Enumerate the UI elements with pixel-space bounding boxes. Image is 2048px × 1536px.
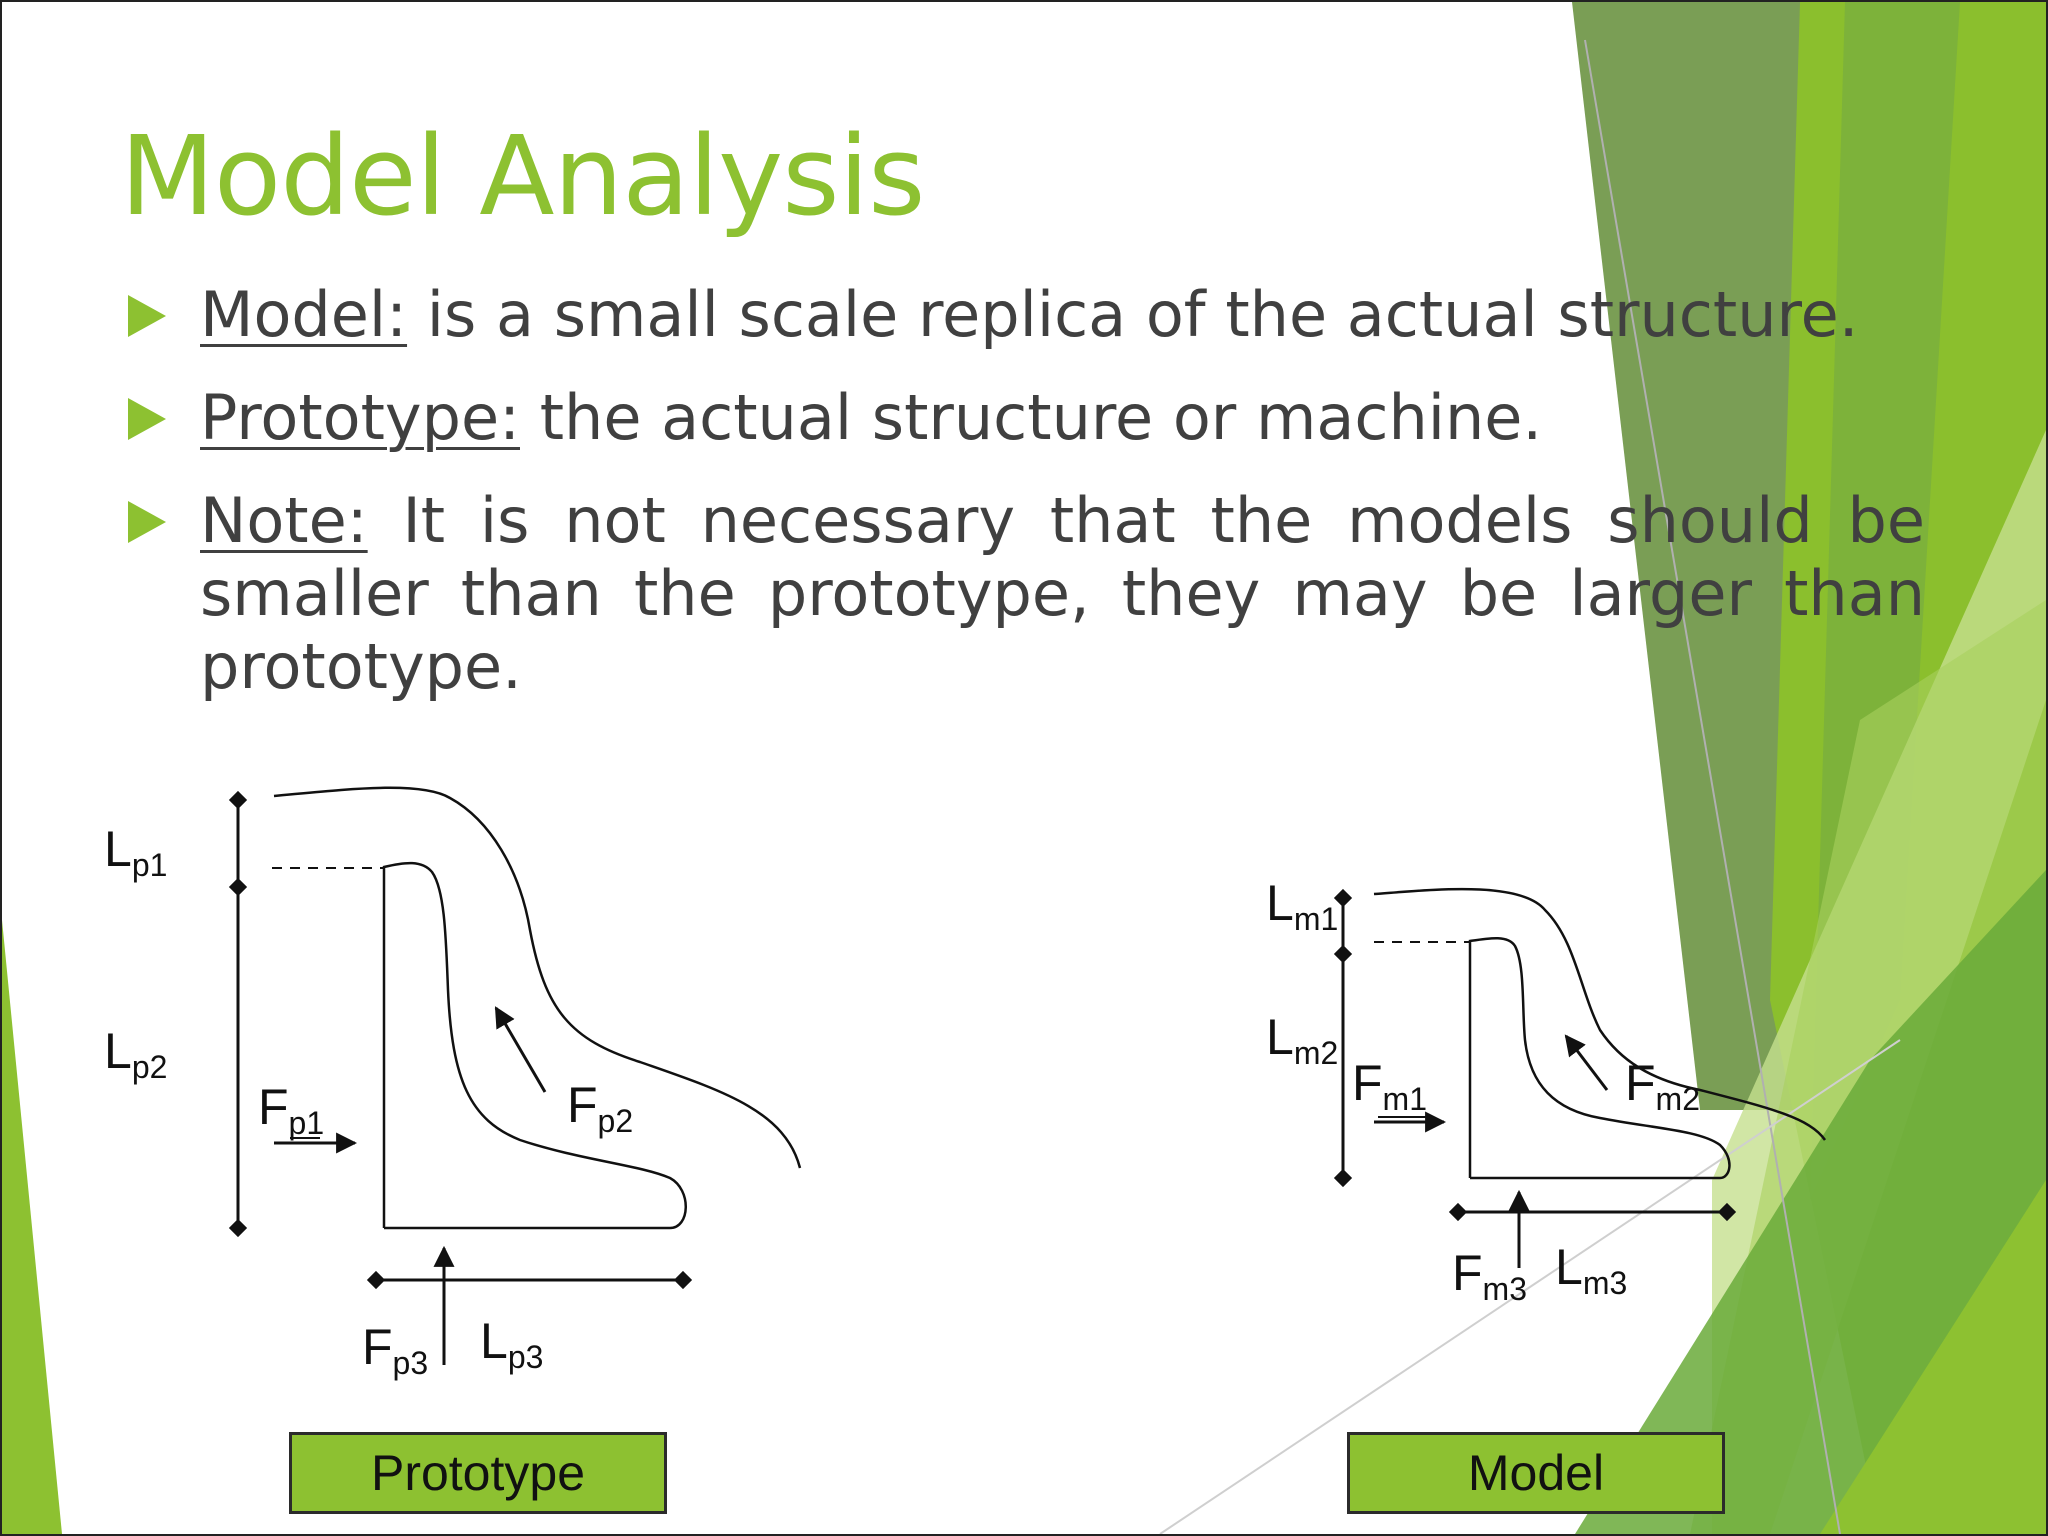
prototype-caption-box: Prototype bbox=[289, 1432, 667, 1514]
prototype-dam-outline bbox=[382, 861, 687, 1230]
model-base-tick-left bbox=[1448, 1202, 1468, 1222]
label-fm1: Fm1 bbox=[1352, 1055, 1427, 1117]
bullet-note: Note: It is not necessary that the model… bbox=[120, 484, 1925, 703]
bullet-arrow-icon bbox=[128, 398, 166, 440]
bullet-model: Model: is a small scale replica of the a… bbox=[120, 278, 1925, 351]
fm2-arrow bbox=[1564, 1034, 1609, 1091]
prototype-tick-mid bbox=[228, 877, 248, 897]
label-fp3: Fp3 bbox=[362, 1319, 428, 1381]
bullet-text: the actual structure or machine. bbox=[520, 381, 1543, 454]
model-base-tick-right bbox=[1717, 1202, 1737, 1222]
label-lm1: Lm1 bbox=[1266, 875, 1338, 937]
label-lm2: Lm2 bbox=[1266, 1009, 1338, 1071]
model-tick-top bbox=[1333, 888, 1353, 908]
label-lm3: Lm3 bbox=[1555, 1239, 1627, 1301]
bullet-arrow-icon bbox=[128, 295, 166, 337]
bullet-text: is a small scale replica of the actual s… bbox=[407, 278, 1859, 351]
label-lp3: Lp3 bbox=[480, 1313, 543, 1375]
model-dam-outline bbox=[1468, 937, 1731, 1180]
facet-left bbox=[2, 920, 62, 1534]
prototype-base-tick-right bbox=[673, 1270, 693, 1290]
model-caption-box: Model bbox=[1347, 1432, 1725, 1514]
bullet-term: Prototype: bbox=[200, 381, 520, 454]
model-tick-mid bbox=[1333, 944, 1353, 964]
bullet-text: It is not necessary that the models shou… bbox=[200, 484, 1925, 703]
model-water-surface bbox=[1373, 887, 1827, 1141]
bullet-list: Model: is a small scale replica of the a… bbox=[120, 278, 1925, 733]
label-fm2: Fm2 bbox=[1625, 1055, 1700, 1117]
label-lp2: Lp2 bbox=[104, 1023, 167, 1085]
thin-line-2 bbox=[1159, 1039, 1901, 1535]
bullet-term: Note: bbox=[200, 484, 368, 557]
model-diagram bbox=[1333, 887, 1827, 1268]
label-fp1: Fp1 bbox=[258, 1079, 324, 1141]
label-fp2: Fp2 bbox=[567, 1077, 633, 1139]
prototype-base-tick-left bbox=[366, 1270, 386, 1290]
prototype-tick-top bbox=[228, 790, 248, 810]
prototype-tick-bottom bbox=[228, 1218, 248, 1238]
thin-line-1 bbox=[1584, 39, 1841, 1535]
bullet-arrow-icon bbox=[128, 501, 166, 543]
slide-title: Model Analysis bbox=[120, 112, 925, 240]
bullet-prototype: Prototype: the actual structure or machi… bbox=[120, 381, 1925, 454]
fp2-arrow bbox=[494, 1006, 547, 1093]
bullet-term: Model: bbox=[200, 278, 408, 351]
facet-bottom-bright bbox=[1820, 1180, 2046, 1534]
label-fm3: Fm3 bbox=[1452, 1245, 1527, 1307]
label-lp1: Lp1 bbox=[104, 821, 167, 883]
prototype-water-surface bbox=[273, 786, 802, 1169]
diagram-labels: Lp1 Lp2 Fp1 Fp2 Fp3 Lp3 Lm1 Lm2 Fm1 Fm2 … bbox=[104, 821, 1700, 1381]
model-tick-bottom bbox=[1333, 1168, 1353, 1188]
prototype-diagram bbox=[228, 786, 802, 1365]
